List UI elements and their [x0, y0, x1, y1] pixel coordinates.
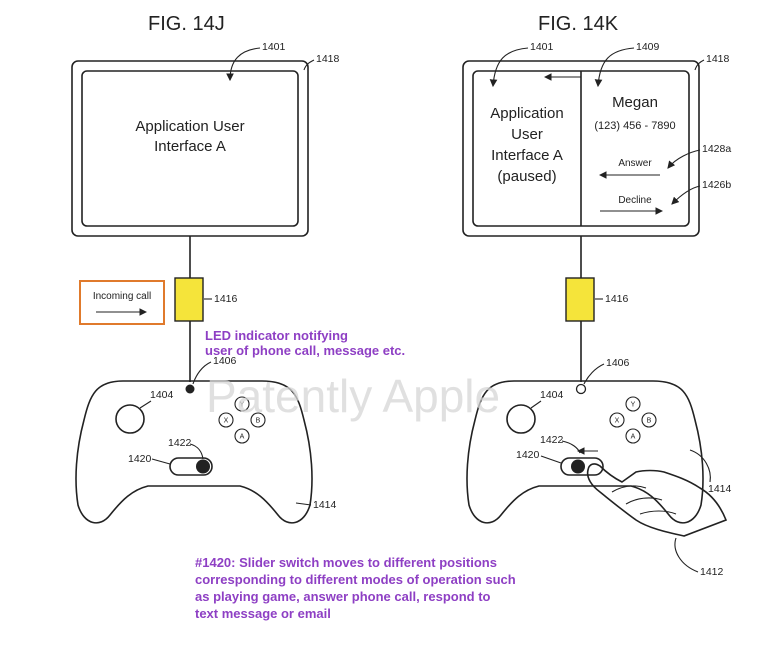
ref-1406-right: 1406: [606, 357, 630, 369]
led-indicator-right: [575, 383, 587, 395]
thumbstick-left: [115, 404, 145, 434]
fig-14k: Application User Interface A (paused) Me…: [462, 41, 732, 578]
watermark: Patently Apple: [206, 370, 500, 422]
led-module-left: [174, 277, 204, 322]
ref-1422-leader-right: [561, 440, 581, 454]
ref-1418-leader-right: [694, 59, 705, 71]
decline-label: Decline: [618, 195, 652, 206]
thumbstick-right: [506, 404, 536, 434]
hand-knuckle-line-2: [625, 497, 663, 505]
button-a-label-left: A: [240, 434, 245, 441]
ref-1412-leader: [674, 537, 699, 573]
ref-1409: 1409: [636, 41, 660, 53]
hand-illustration: [586, 463, 728, 537]
hand-knuckle-line-3: [639, 510, 677, 515]
button-b-left: [250, 412, 266, 428]
button-y-left: [234, 396, 250, 412]
button-a-right: [625, 428, 641, 444]
ref-1412: 1412: [700, 566, 724, 578]
ref-1418-left: 1418: [316, 53, 340, 65]
ref-1404-right: 1404: [540, 389, 564, 401]
ref-1420-left: 1420: [128, 453, 152, 465]
incoming-call-label: Incoming call: [93, 291, 151, 302]
slider-switch-right: [560, 457, 604, 476]
ref-1422-leader-left: [189, 443, 204, 460]
app-ui-line1: Application User: [135, 118, 244, 135]
ref-1414-left: 1414: [313, 499, 337, 511]
ref-1418-leader-left: [303, 59, 315, 71]
app-ui-right-line4: (paused): [497, 168, 556, 185]
button-b-right: [641, 412, 657, 428]
button-x-label-left: X: [224, 418, 229, 425]
fig-14j: Application User Interface A 1401 1418 1…: [71, 41, 340, 524]
slider-note-line3: as playing game, answer phone call, resp…: [195, 589, 491, 604]
ref-1414-right: 1414: [708, 483, 732, 495]
button-y-label-left: Y: [240, 402, 245, 409]
button-a-left: [234, 428, 250, 444]
slider-note-line2: corresponding to different modes of oper…: [195, 572, 516, 587]
ref-1401-right: 1401: [530, 41, 554, 53]
app-ui-line2: Interface A: [154, 138, 226, 155]
button-b-label-right: B: [647, 418, 652, 425]
ref-1416-right: 1416: [605, 293, 629, 305]
screen-left: [81, 70, 299, 227]
ref-1428a: 1428a: [702, 143, 731, 155]
app-ui-right-line1: Application: [490, 105, 563, 122]
incoming-call-box: [79, 280, 165, 325]
fig-14k-title: FIG. 14K: [538, 13, 619, 35]
slider-note-line4: text message or email: [195, 606, 331, 621]
ref-1409-leader: [594, 47, 635, 88]
button-y-label-right: Y: [631, 402, 636, 409]
ref-1404-left: 1404: [150, 389, 174, 401]
app-ui-right-line2: User: [511, 126, 543, 143]
slider-note-line1: #1420: Slider switch moves to different …: [195, 555, 497, 570]
button-a-label-right: A: [631, 434, 636, 441]
led-module-right: [565, 277, 595, 322]
button-x-label-right: X: [615, 418, 620, 425]
button-x-right: [609, 412, 625, 428]
slider-knob-left: [196, 459, 210, 474]
app-ui-right-line3: Interface A: [491, 147, 563, 164]
ref-1414-leader-left: [295, 502, 312, 506]
ref-1406-leader-right: [583, 363, 605, 385]
ref-1401-left: 1401: [262, 41, 286, 53]
button-x-left: [218, 412, 234, 428]
ref-1406-leader-left: [192, 361, 212, 385]
controller-right: [466, 380, 704, 524]
ref-1428a-leader: [667, 149, 701, 169]
hand-knuckle-line-1: [611, 485, 647, 493]
ref-1422-left: 1422: [168, 437, 192, 449]
led-indicator-left: [185, 384, 195, 394]
button-y-right: [625, 396, 641, 412]
ref-1404-leader-left: [139, 400, 152, 409]
ref-1406-left: 1406: [213, 355, 237, 367]
ref-1418-right: 1418: [706, 53, 730, 65]
ref-1420-leader-left: [151, 458, 171, 465]
ref-1420-right: 1420: [516, 449, 540, 461]
slider-switch-left: [169, 457, 213, 476]
ref-1416-left: 1416: [214, 293, 238, 305]
ref-1426b: 1426b: [702, 179, 731, 191]
button-b-label-left: B: [256, 418, 261, 425]
led-note-line1: LED indicator notifying: [205, 328, 348, 343]
caller-number: (123) 456 - 7890: [594, 120, 675, 132]
caller-name: Megan: [612, 94, 658, 111]
ref-1426b-leader: [671, 185, 701, 205]
ref-1414-leader-right: [689, 449, 711, 483]
fig-14j-title: FIG. 14J: [148, 13, 225, 35]
ref-1404-leader-right: [530, 400, 542, 409]
ref-1401-leader-right: [489, 47, 529, 88]
controller-left: [75, 380, 313, 524]
slider-knob-right: [571, 459, 585, 474]
led-note-line2: user of phone call, message etc.: [205, 343, 405, 358]
ref-1420-leader-right: [540, 455, 562, 464]
answer-label: Answer: [618, 158, 652, 169]
ref-1401-leader-left: [226, 47, 261, 82]
ref-1422-right: 1422: [540, 434, 564, 446]
